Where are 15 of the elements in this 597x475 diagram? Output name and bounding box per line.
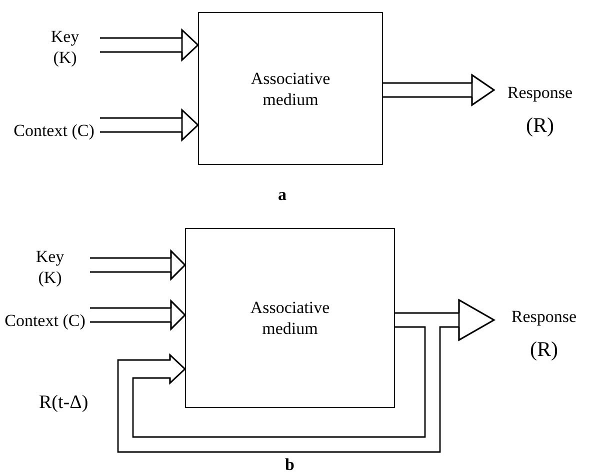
edge-label: R(t-Δ) — [38, 392, 90, 414]
panel-label: a — [278, 185, 286, 205]
process-box — [185, 228, 395, 408]
panel-label: b — [285, 455, 294, 475]
node-label: Key (K) — [34, 246, 66, 288]
node-label: Context (C) — [14, 120, 94, 140]
node-label: (R) — [526, 115, 554, 136]
box-label: Associative medium — [250, 68, 332, 110]
process-box — [198, 12, 383, 165]
node-label: Response — [507, 82, 573, 103]
node-label: (R) — [530, 339, 558, 360]
node-label: Key (K) — [50, 26, 80, 68]
node-label: Context (C) — [4, 310, 86, 330]
node-label: Response — [511, 306, 577, 327]
box-label: Associative medium — [249, 297, 331, 339]
